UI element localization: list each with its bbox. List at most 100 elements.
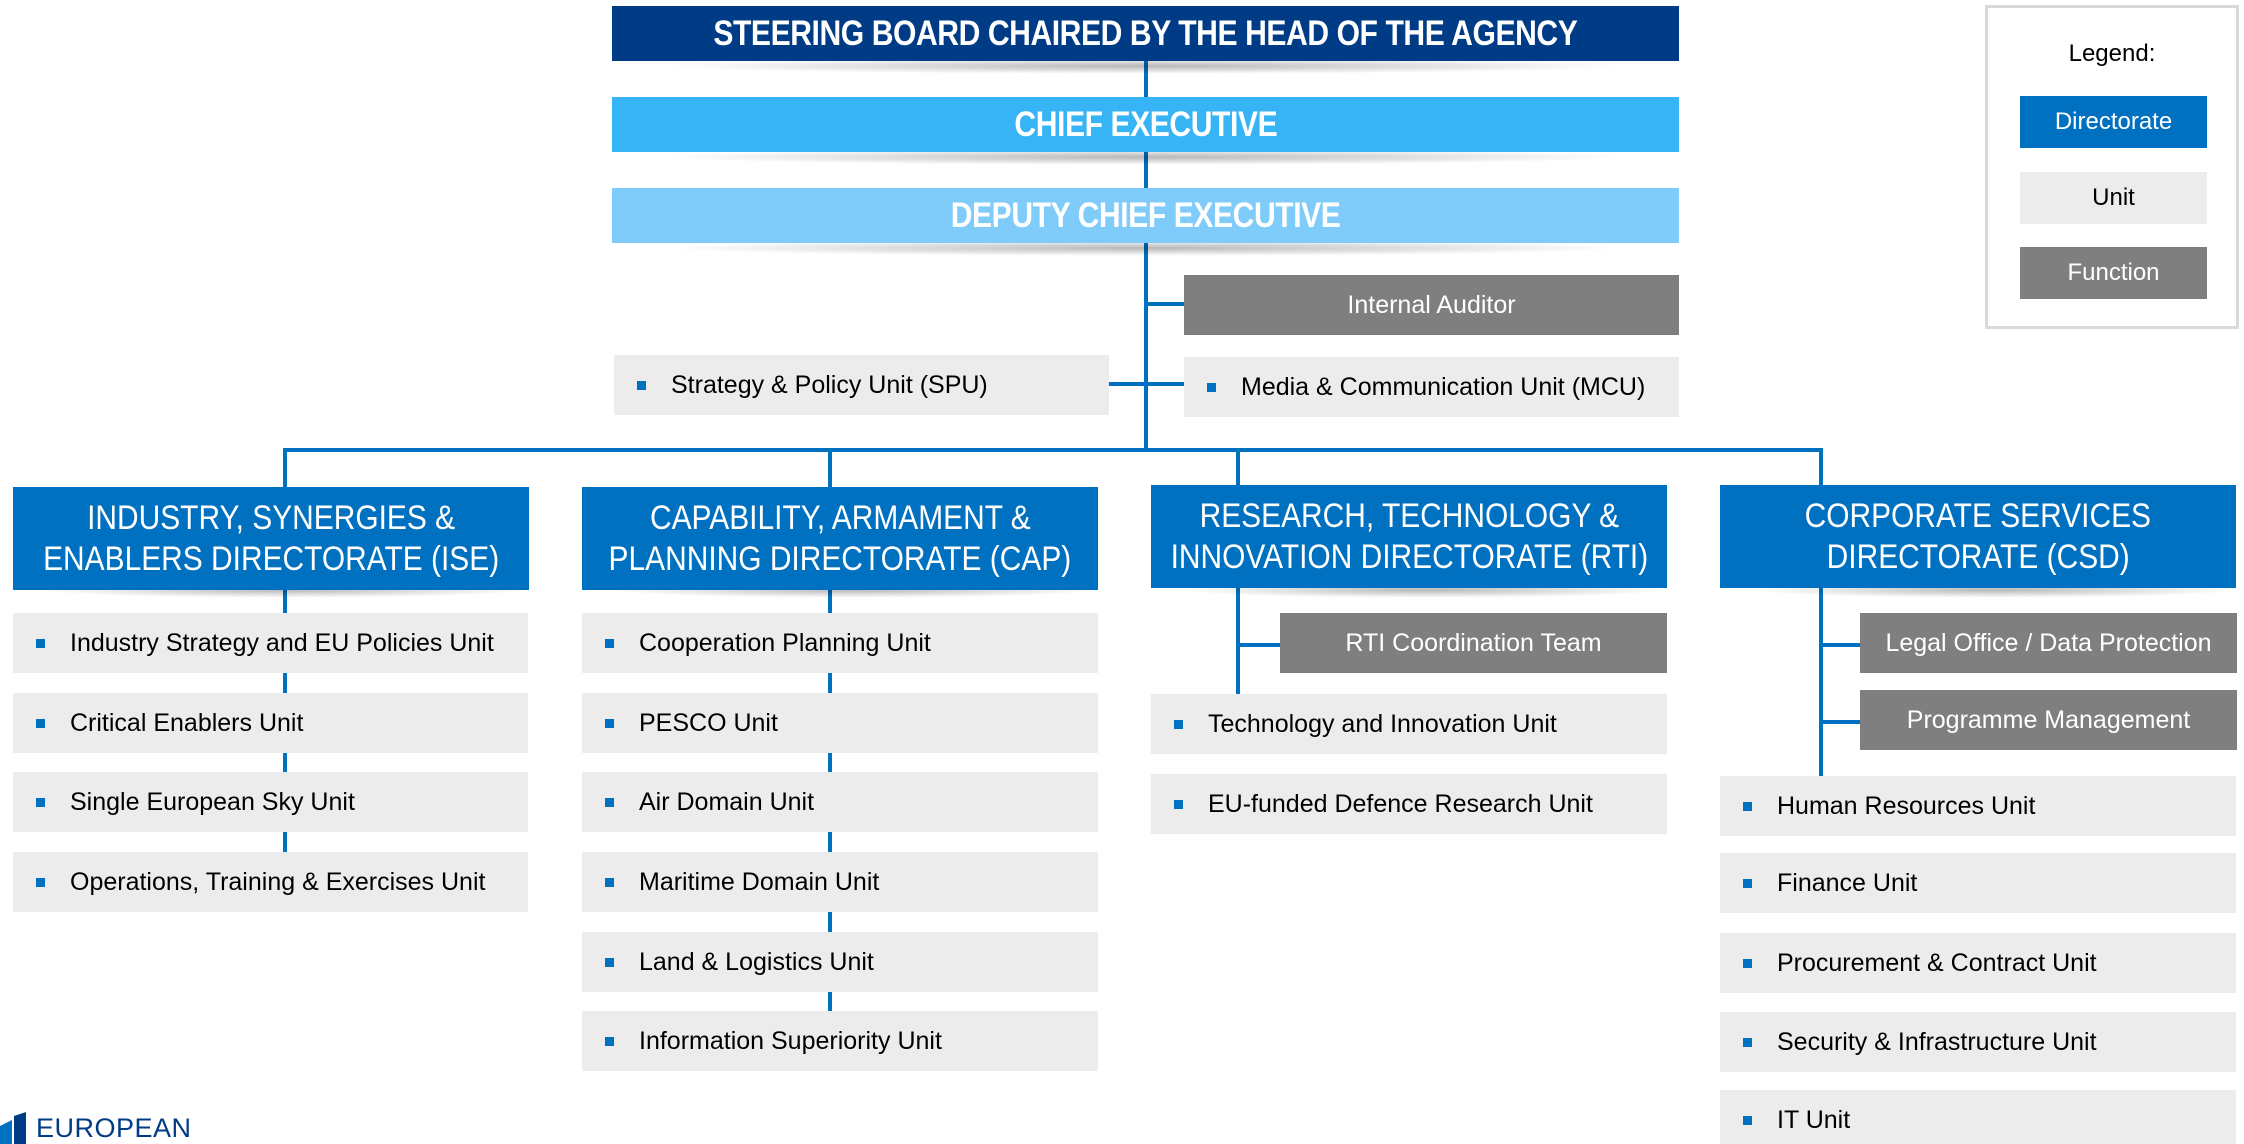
rti-unit: EU-funded Defence Research Unit: [1151, 774, 1667, 834]
bullet-icon: [36, 638, 45, 648]
mcu-label: Media & Communication Unit (MCU): [1241, 372, 1646, 401]
csd-unit-label: Procurement & Contract Unit: [1777, 948, 2097, 977]
logo-mark-icon: [0, 1112, 26, 1144]
bullet-icon: [1743, 958, 1752, 968]
csd-unit: Procurement & Contract Unit: [1720, 933, 2236, 993]
csd-unit-label: IT Unit: [1777, 1105, 1851, 1134]
bullet-icon: [605, 1036, 614, 1046]
chief-executive-banner: CHIEF EXECUTIVE: [612, 97, 1679, 152]
connector-csd-functions: [1819, 588, 1823, 776]
csd-unit: Human Resources Unit: [1720, 776, 2236, 836]
bullet-icon: [1743, 801, 1752, 811]
rti-coordination-team-label: RTI Coordination Team: [1345, 628, 1602, 657]
cap-title-line2: PLANNING DIRECTORATE (CAP): [608, 539, 1072, 578]
bullet-icon: [605, 638, 614, 648]
programme-management-label: Programme Management: [1906, 705, 2191, 734]
csd-unit-label: Human Resources Unit: [1777, 791, 2036, 820]
csd-directorate-box: CORPORATE SERVICES DIRECTORATE (CSD): [1720, 485, 2236, 588]
rti-unit-label: EU-funded Defence Research Unit: [1208, 789, 1593, 818]
ise-unit: Operations, Training & Exercises Unit: [13, 852, 528, 912]
bullet-icon: [36, 797, 45, 807]
rti-title-line2: INNOVATION DIRECTORATE (RTI): [1170, 537, 1648, 576]
connector-spu: [1108, 382, 1148, 386]
connector-csd-legal: [1819, 643, 1861, 647]
spu-label: Strategy & Policy Unit (SPU): [671, 370, 988, 399]
legal-office-label: Legal Office / Data Protection: [1885, 628, 2212, 657]
legal-office-box: Legal Office / Data Protection: [1860, 613, 2237, 673]
deputy-chief-executive-label: DEPUTY CHIEF EXECUTIVE: [950, 195, 1341, 235]
bullet-icon: [1174, 719, 1183, 729]
bullet-icon: [1743, 878, 1752, 888]
connector-drop-cap: [828, 448, 832, 488]
cap-unit-label: Information Superiority Unit: [639, 1026, 942, 1055]
banner-shadow: [660, 58, 1630, 74]
deputy-chief-executive-banner: DEPUTY CHIEF EXECUTIVE: [612, 188, 1679, 243]
rti-directorate-box: RESEARCH, TECHNOLOGY & INNOVATION DIRECT…: [1151, 485, 1667, 588]
csd-title-line1: CORPORATE SERVICES: [1804, 496, 2152, 535]
connector-drop-rti: [1236, 448, 1240, 488]
connector-main-vertical: [1144, 60, 1148, 452]
internal-auditor-label: Internal Auditor: [1347, 290, 1516, 319]
connector-drop-ise: [283, 448, 287, 488]
bullet-icon: [605, 718, 614, 728]
legend-function: Function: [2020, 247, 2207, 299]
legend: Legend: Directorate Unit Function: [1985, 5, 2239, 329]
connector-auditor: [1144, 302, 1186, 306]
ise-title-line1: INDUSTRY, SYNERGIES &: [86, 498, 456, 537]
cap-unit: PESCO Unit: [582, 693, 1098, 753]
bullet-icon: [605, 957, 614, 967]
legend-title: Legend:: [2068, 40, 2156, 67]
connector-rti-team: [1236, 643, 1282, 647]
banner-shadow: [660, 149, 1630, 165]
csd-unit-label: Security & Infrastructure Unit: [1777, 1027, 2097, 1056]
ise-unit: Single European Sky Unit: [13, 772, 528, 832]
cap-unit: Information Superiority Unit: [582, 1011, 1098, 1071]
csd-unit: IT Unit: [1720, 1090, 2236, 1144]
agency-logo: EUROPEAN: [0, 1112, 192, 1144]
bullet-icon: [1743, 1115, 1752, 1125]
spu-box: Strategy & Policy Unit (SPU): [614, 355, 1109, 415]
csd-title-line2: DIRECTORATE (CSD): [1826, 537, 2130, 576]
bullet-icon: [36, 877, 45, 887]
csd-unit: Security & Infrastructure Unit: [1720, 1012, 2236, 1072]
csd-unit: Finance Unit: [1720, 853, 2236, 913]
bullet-icon: [1207, 382, 1216, 392]
ise-unit: Industry Strategy and EU Policies Unit: [13, 613, 528, 673]
cap-unit: Cooperation Planning Unit: [582, 613, 1098, 673]
ise-unit-label: Critical Enablers Unit: [70, 708, 304, 737]
bullet-icon: [605, 797, 614, 807]
rti-unit: Technology and Innovation Unit: [1151, 694, 1667, 754]
cap-unit-label: Cooperation Planning Unit: [639, 628, 931, 657]
bullet-icon: [637, 380, 646, 390]
ise-unit: Critical Enablers Unit: [13, 693, 528, 753]
cap-unit: Maritime Domain Unit: [582, 852, 1098, 912]
csd-unit-label: Finance Unit: [1777, 868, 1918, 897]
ise-unit-label: Single European Sky Unit: [70, 787, 355, 816]
connector-horizontal-bus: [283, 448, 1823, 452]
bullet-icon: [1743, 1037, 1752, 1047]
connector-mcu: [1144, 382, 1186, 386]
logo-text: EUROPEAN: [36, 1113, 192, 1143]
connector-csd-programme: [1819, 720, 1861, 724]
programme-management-box: Programme Management: [1860, 690, 2237, 750]
cap-unit-label: PESCO Unit: [639, 708, 778, 737]
cap-directorate-box: CAPABILITY, ARMAMENT & PLANNING DIRECTOR…: [582, 487, 1098, 590]
cap-unit-label: Air Domain Unit: [639, 787, 815, 816]
steering-board-label: STEERING BOARD CHAIRED BY THE HEAD OF TH…: [713, 13, 1578, 53]
rti-coordination-team-box: RTI Coordination Team: [1280, 613, 1667, 673]
bullet-icon: [605, 877, 614, 887]
legend-directorate: Directorate: [2020, 96, 2207, 148]
ise-directorate-box: INDUSTRY, SYNERGIES & ENABLERS DIRECTORA…: [13, 487, 529, 590]
cap-unit: Land & Logistics Unit: [582, 932, 1098, 992]
chief-executive-label: CHIEF EXECUTIVE: [1014, 104, 1277, 144]
connector-rti-functions: [1236, 588, 1240, 696]
bullet-icon: [36, 718, 45, 728]
ise-unit-label: Operations, Training & Exercises Unit: [70, 867, 486, 896]
mcu-box: Media & Communication Unit (MCU): [1184, 357, 1679, 417]
internal-auditor-box: Internal Auditor: [1184, 275, 1679, 335]
ise-title-line2: ENABLERS DIRECTORATE (ISE): [42, 539, 500, 578]
cap-title-line1: CAPABILITY, ARMAMENT &: [649, 498, 1031, 537]
cap-unit: Air Domain Unit: [582, 772, 1098, 832]
rti-unit-label: Technology and Innovation Unit: [1208, 709, 1557, 738]
cap-unit-label: Maritime Domain Unit: [639, 867, 880, 896]
